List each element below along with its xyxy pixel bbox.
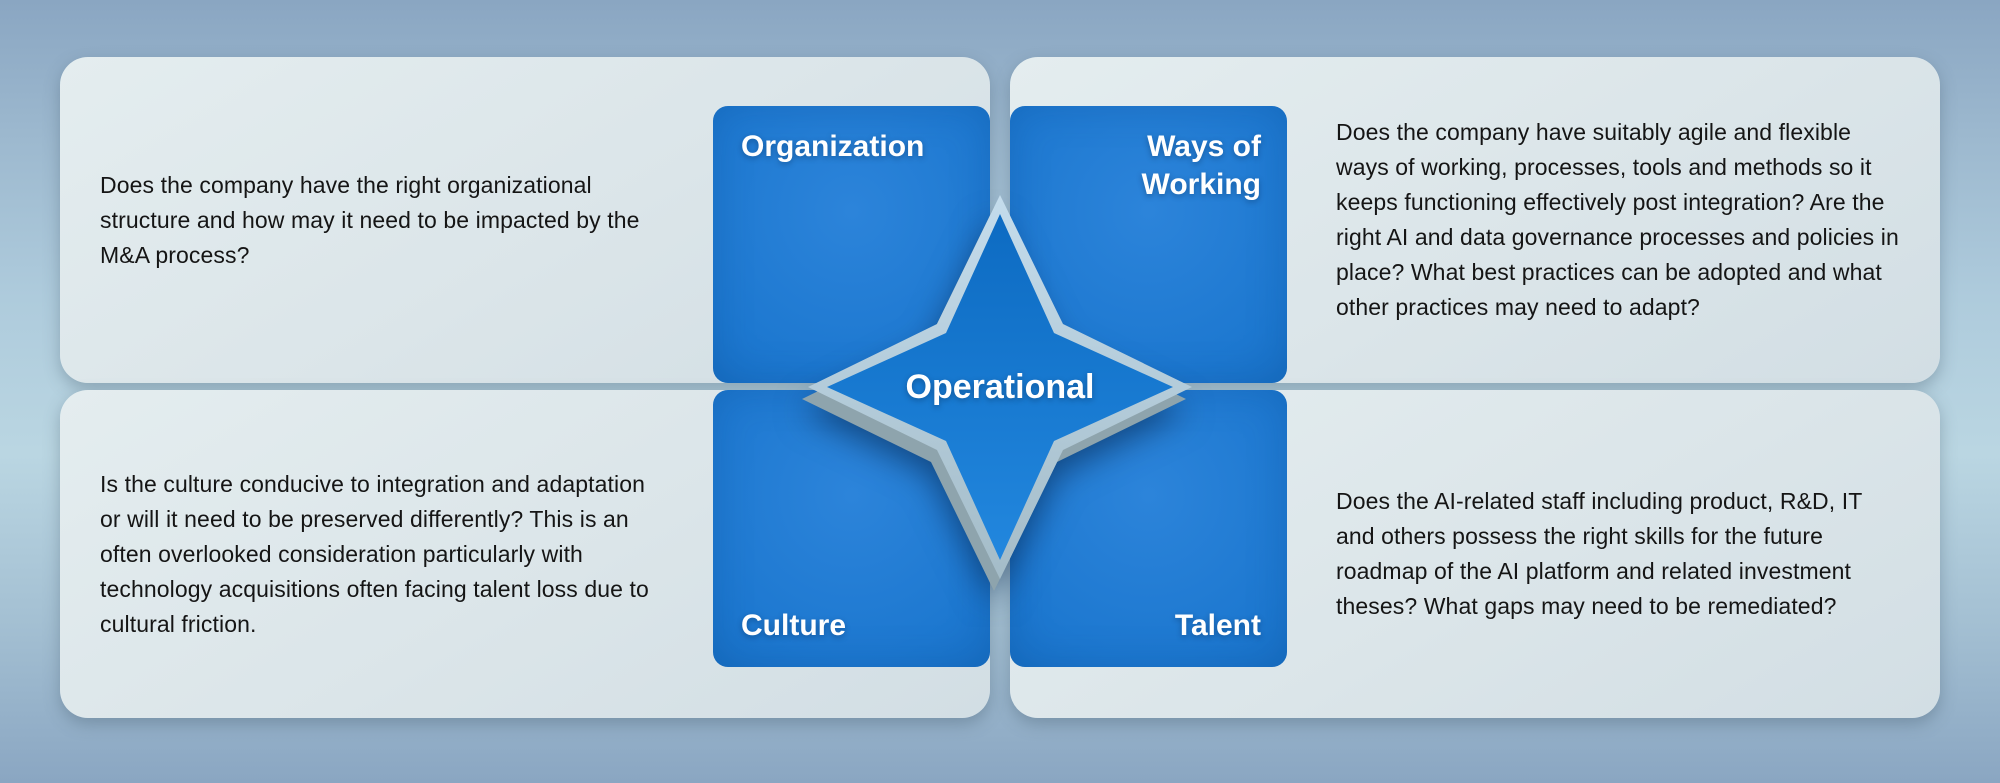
- ways-of-working-description: Does the company have suitably agile and…: [1336, 119, 1899, 320]
- talent-description: Does the AI-related staff including prod…: [1336, 488, 1863, 619]
- culture-description: Is the culture conducive to integration …: [100, 470, 649, 637]
- talent-label: Talent: [1174, 609, 1261, 642]
- tile-ways-of-working: Ways of Working: [1010, 106, 1287, 383]
- panel-culture: Is the culture conducive to integration …: [60, 390, 990, 718]
- star-blue-layer: [827, 214, 1173, 560]
- organization-description: Does the company have the right organiza…: [100, 171, 640, 268]
- center-star-icon: [802, 195, 1192, 591]
- ways-of-working-label: Ways of Working: [1141, 130, 1261, 201]
- operational-label: Operational: [905, 368, 1095, 406]
- organization-label: Organization: [741, 130, 925, 163]
- culture-label: Culture: [741, 609, 846, 642]
